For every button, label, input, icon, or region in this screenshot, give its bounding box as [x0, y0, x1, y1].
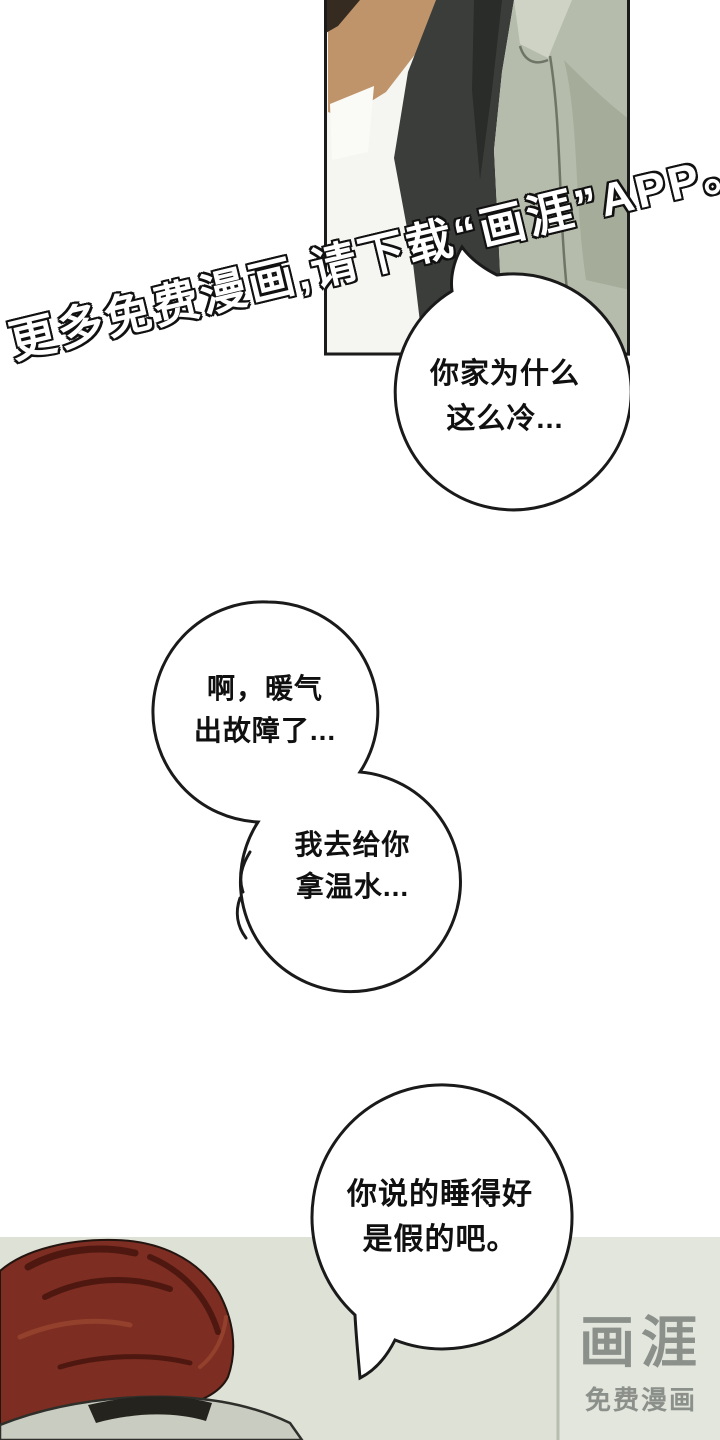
speech-bubble-2-lower-text: 我去给你 拿温水... — [240, 824, 465, 908]
bubble-line: 这么冷... — [446, 403, 564, 435]
dark-garment-fold-shape — [472, 0, 502, 180]
speech-bubble-3-text: 你说的睡得好 是假的吧。 — [325, 1172, 555, 1262]
dark-collar-shape — [88, 1396, 212, 1423]
shoulder-garment-shape — [0, 1395, 304, 1440]
speech-bubble-2-upper-text: 啊，暖气 出故障了... — [150, 668, 380, 752]
bubble-line: 我去给你 — [294, 829, 411, 860]
bubble-line: 啊，暖气 — [206, 673, 323, 704]
motion-line — [239, 850, 252, 894]
jacket-collar-shape — [514, 0, 572, 58]
hair-strand-line — [24, 1245, 139, 1271]
hair-strand-line — [147, 1254, 221, 1335]
speech-bubble-3-shape — [310, 1083, 574, 1381]
hair-highlight-line — [17, 1318, 133, 1340]
logo-title: 画涯 — [579, 1311, 703, 1374]
bubble-line: 你说的睡得好 — [347, 1178, 533, 1211]
neck-skin-shape — [328, 0, 436, 118]
speech-bubble-2-shape — [151, 600, 462, 994]
bubble-line: 是假的吧。 — [362, 1223, 518, 1256]
speech-bubble-1-text: 你家为什么 这么冷... — [385, 352, 625, 442]
huaya-logo: 画涯 免费漫画 — [568, 1312, 714, 1417]
hair-strand-line — [42, 1276, 173, 1300]
collar-highlight-shape — [330, 86, 374, 160]
hair-shape — [324, 0, 360, 34]
hair-strand-line — [57, 1354, 193, 1370]
speech-bubble-1-shape — [393, 244, 630, 512]
jacket-seam-line — [548, 55, 570, 301]
bubble-line: 你家为什么 — [429, 358, 580, 390]
hair-highlight-line — [198, 1315, 228, 1369]
bubble-line: 拿温水... — [295, 871, 410, 902]
motion-line — [235, 896, 248, 940]
logo-tagline: 免费漫画 — [584, 1385, 697, 1415]
bubble-line: 出故障了... — [193, 715, 337, 746]
jacket-shadow-shape — [564, 60, 630, 290]
jacket-seam-line-2 — [518, 45, 549, 64]
